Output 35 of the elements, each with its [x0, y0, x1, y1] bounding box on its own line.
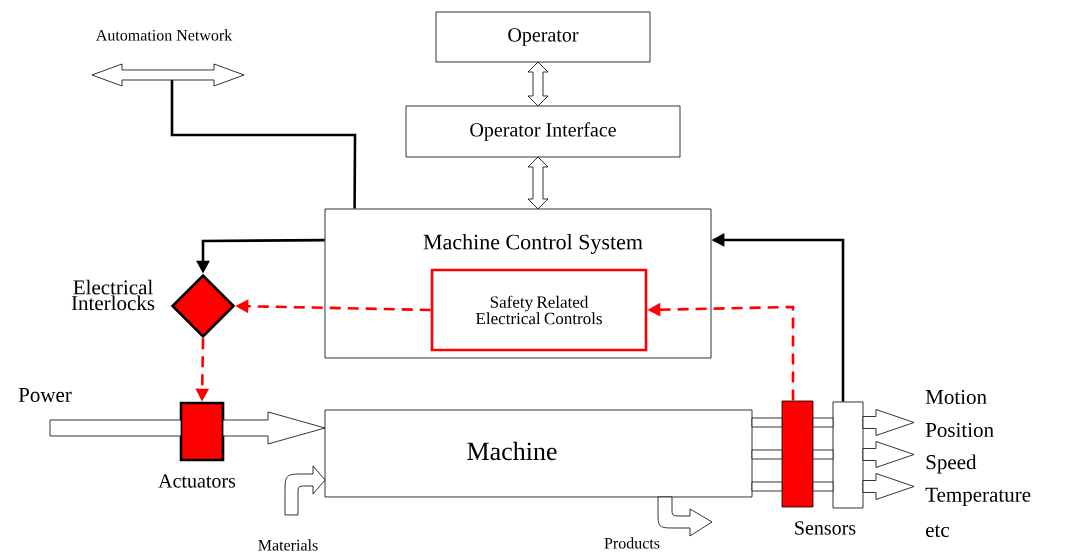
label: Products [604, 537, 660, 549]
curved-arrow [657, 496, 713, 537]
connector [170, 80, 357, 209]
process-box: Operator Interface [405, 105, 681, 158]
block-arrow [222, 411, 326, 445]
block-arrow [527, 61, 549, 107]
label: Motion [925, 389, 987, 405]
label: Speed [926, 454, 977, 474]
block-arrow [862, 473, 915, 500]
channel [49, 419, 182, 437]
block-arrow [862, 409, 915, 436]
label: Materials [258, 539, 318, 551]
sensor-block: Sensors [781, 400, 856, 535]
channel [751, 449, 783, 460]
process-box: Operator [435, 11, 651, 63]
label: etc [926, 524, 950, 537]
label: Temperature [925, 487, 1031, 507]
block-arrow [862, 441, 915, 468]
node-label: Automation Network [95, 29, 233, 41]
block-arrow [527, 156, 549, 210]
machine-box: Machine [324, 409, 753, 498]
node-label: Sensors [795, 521, 856, 535]
channel [751, 417, 783, 428]
channel [812, 417, 834, 428]
channel [751, 481, 783, 492]
curved-arrow [284, 465, 326, 516]
node-label: Actuators [158, 474, 236, 488]
sensor-block [832, 401, 864, 509]
label: Position [925, 422, 994, 438]
label: Power [18, 388, 72, 402]
safety-box: Safety Related Electrical Controls [430, 268, 648, 352]
channel [812, 481, 834, 492]
node-label: Electrical Interlocks [71, 279, 155, 311]
channel [812, 449, 834, 460]
actuator-block: Actuators [158, 401, 236, 488]
